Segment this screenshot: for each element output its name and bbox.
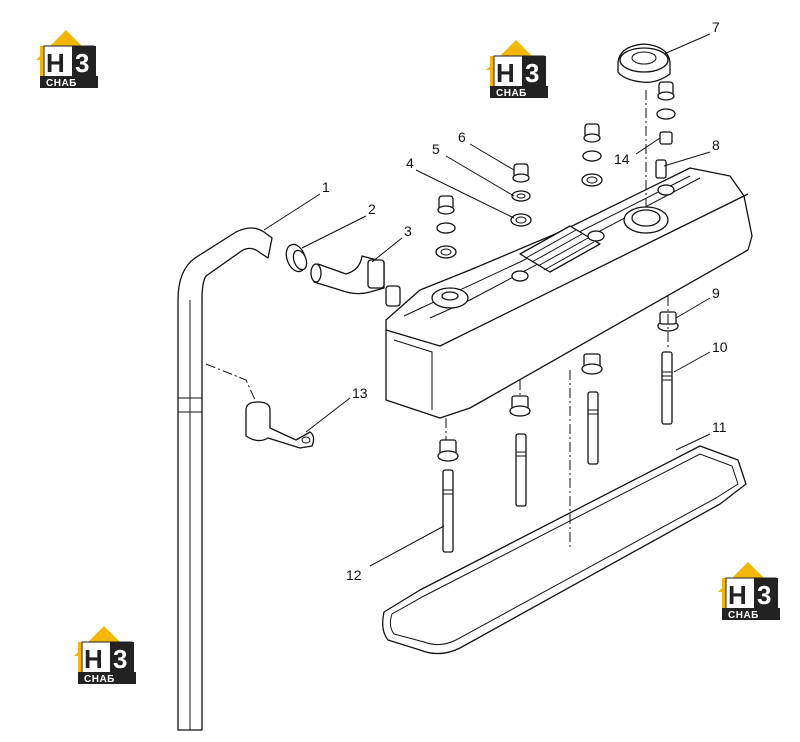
callout-1: 1	[322, 179, 330, 195]
cap-nut-6	[512, 163, 530, 183]
breather-hose	[177, 227, 273, 731]
cap-nut-left	[435, 195, 457, 259]
hose-bracket	[245, 401, 315, 449]
callout-2: 2	[368, 201, 376, 217]
callout-13: 13	[352, 385, 368, 401]
callout-6: 6	[458, 129, 466, 145]
leader-lines	[263, 33, 711, 567]
valve-cover	[385, 167, 753, 419]
callout-9: 9	[712, 285, 720, 301]
flange-nut-mid-left	[509, 395, 531, 417]
oil-filler-cap	[617, 43, 671, 83]
svg-text:Н: Н	[46, 48, 65, 78]
svg-text:Н: Н	[496, 58, 515, 88]
hose-clamp	[285, 243, 308, 273]
elbow-fitting	[310, 255, 385, 295]
brand-logo-bottom-right: Н 3 СНАБ	[717, 561, 781, 621]
svg-text:Н: Н	[84, 644, 103, 674]
brand-logo-top-left: Н 3 СНАБ	[35, 29, 99, 89]
callout-10: 10	[712, 339, 728, 355]
svg-text:3: 3	[113, 644, 127, 674]
svg-text:3: 3	[525, 58, 539, 88]
gasket-11	[382, 445, 747, 655]
flange-nut-12	[437, 439, 459, 462]
brand-logo-bottom-left: Н 3 СНАБ	[73, 625, 137, 685]
callout-11: 11	[712, 419, 727, 435]
svg-text:СНАБ: СНАБ	[728, 610, 759, 621]
svg-text:3: 3	[757, 580, 771, 610]
callout-12: 12	[346, 567, 362, 583]
svg-text:СНАБ: СНАБ	[46, 78, 77, 89]
cap-nut-mid	[581, 123, 603, 187]
stud-mid-left	[515, 433, 527, 507]
seal-washer-4	[510, 213, 532, 227]
callout-4: 4	[406, 155, 414, 171]
svg-text:СНАБ: СНАБ	[84, 674, 115, 685]
callout-3: 3	[404, 223, 412, 239]
callout-8: 8	[712, 137, 720, 153]
callout-7: 7	[712, 19, 720, 35]
stud-12	[442, 469, 454, 553]
svg-text:СНАБ: СНАБ	[496, 88, 527, 99]
stud-mid-right	[587, 391, 599, 465]
cap-nut-14	[656, 81, 676, 145]
brand-logo-top-center: Н 3 СНАБ	[485, 39, 549, 99]
svg-text:3: 3	[75, 48, 89, 78]
flange-nut-mid-right	[581, 353, 603, 375]
washer-5	[511, 190, 531, 202]
stud-10	[661, 351, 673, 425]
stud-8	[655, 159, 667, 179]
callout-14: 14	[614, 151, 630, 167]
svg-text:Н: Н	[728, 580, 747, 610]
callout-5: 5	[432, 141, 440, 157]
